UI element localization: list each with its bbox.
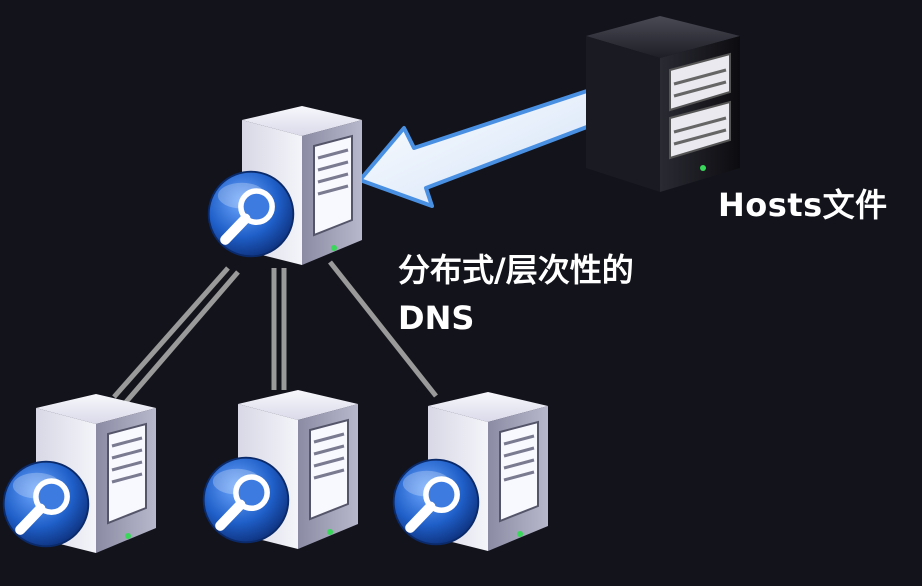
child-dns-server-2 bbox=[204, 388, 358, 551]
magnifier-icon bbox=[204, 458, 289, 543]
magnifier-icon bbox=[209, 172, 294, 257]
dns-label-line2: DNS bbox=[398, 299, 475, 337]
arrow-icon bbox=[358, 88, 602, 208]
hosts-file-server bbox=[586, 16, 740, 192]
child-dns-server-1 bbox=[4, 392, 156, 555]
magnifier-icon bbox=[394, 460, 479, 545]
hosts-file-label: Hosts文件 bbox=[718, 186, 888, 224]
dns-label: 分布式/层次性的 DNS bbox=[398, 246, 634, 342]
status-led-icon bbox=[700, 165, 706, 171]
dns-label-line1: 分布式/层次性的 bbox=[398, 251, 634, 289]
root-dns-server bbox=[209, 104, 362, 267]
child-dns-server-3 bbox=[394, 390, 548, 553]
link-lines bbox=[112, 260, 438, 404]
drive-bay-icon bbox=[669, 52, 731, 112]
magnifier-icon bbox=[4, 462, 89, 547]
